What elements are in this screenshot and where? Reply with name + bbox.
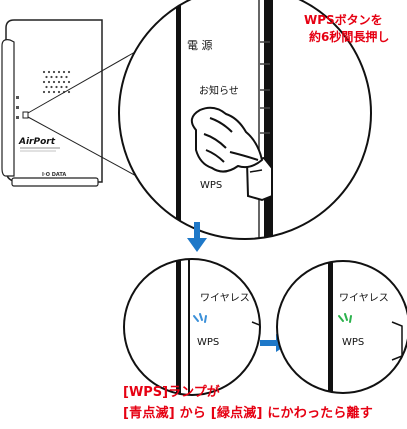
router-device: AirPort I·O DATA: [1, 19, 103, 187]
label-notice: お知らせ: [199, 84, 239, 97]
instruction-top-line2: 約6秒間長押し: [309, 30, 390, 44]
label-wps-before: WPS: [197, 337, 219, 348]
zoom-after: ワイヤレス WPS: [276, 260, 407, 394]
down-arrow-icon: [187, 222, 207, 252]
pressing-finger-icon: [190, 106, 263, 173]
label-wps-after: WPS: [342, 337, 364, 348]
wps-button[interactable]: [245, 156, 273, 202]
instruction-bottom-line1: [WPS]ランプが: [123, 385, 220, 400]
brand-logo: AirPort: [18, 137, 56, 147]
maker-logo: I·O DATA: [42, 172, 66, 178]
zoom-before: ワイヤレス WPS: [123, 258, 261, 396]
instruction-bottom-line2: [青点滅] から [緑点滅] にかわったら離す: [123, 406, 373, 421]
label-wps-main: WPS: [200, 180, 222, 191]
speaker-grille: [42, 70, 71, 94]
zoom-callout-lines: [27, 51, 141, 179]
zoom-main: 電 源 お知らせ WPS: [118, 0, 372, 240]
instruction-top-line1: WPSボタンを: [304, 13, 383, 27]
label-wireless-after: ワイヤレス: [339, 293, 389, 304]
wps-button-on-device[interactable]: [22, 111, 29, 119]
front-indicators: [16, 96, 19, 119]
blue-blink-indicator-icon: [193, 313, 207, 323]
label-wireless-before: ワイヤレス: [200, 293, 250, 304]
label-power: 電 源: [187, 38, 213, 52]
green-blink-indicator-icon: [338, 313, 352, 323]
